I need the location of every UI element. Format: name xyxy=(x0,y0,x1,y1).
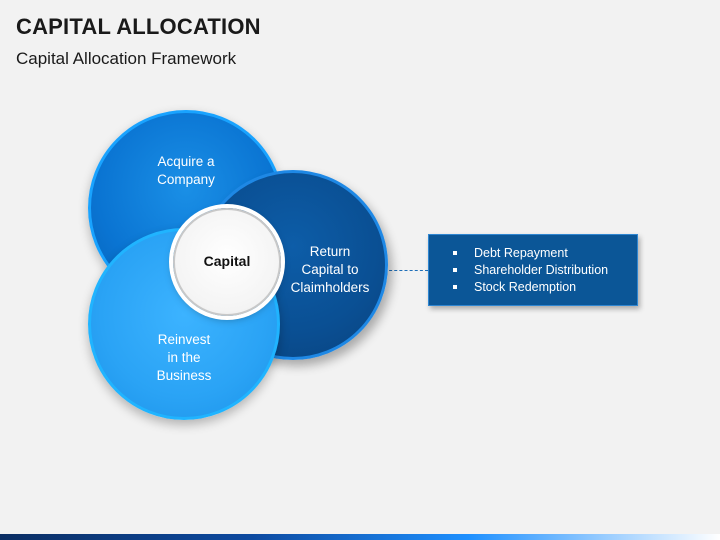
details-list: Debt Repayment Shareholder Distribution … xyxy=(451,245,637,296)
details-item-stock-redemption: Stock Redemption xyxy=(451,279,637,296)
return-line-3: Claimholders xyxy=(290,280,370,295)
page-subtitle: Capital Allocation Framework xyxy=(16,49,237,68)
details-box: Debt Repayment Shareholder Distribution … xyxy=(428,234,638,306)
reinvest-line-3: Business xyxy=(156,368,212,383)
return-line-1: Return xyxy=(309,244,351,259)
circle-reinvest-business-label: Reinvest in the Business xyxy=(91,331,277,385)
circle-acquire-company-label: Acquire a Company xyxy=(91,153,281,189)
details-item-debt-repayment: Debt Repayment xyxy=(451,245,637,262)
return-line-2: Capital to xyxy=(301,262,359,277)
dashed-connector xyxy=(384,270,428,271)
circle-capital: Capital xyxy=(173,208,281,316)
reinvest-line-2: in the xyxy=(167,350,201,365)
page-title: CAPITAL ALLOCATION xyxy=(16,14,261,39)
circle-return-capital-label: Return Capital to Claimholders xyxy=(275,243,385,297)
reinvest-line-1: Reinvest xyxy=(157,332,211,347)
details-item-shareholder-distribution: Shareholder Distribution xyxy=(451,262,637,279)
circle-capital-label: Capital xyxy=(203,253,251,269)
footer-gradient-bar xyxy=(0,534,720,540)
acquire-line-1: Acquire a xyxy=(157,154,215,169)
acquire-line-2: Company xyxy=(157,172,215,187)
